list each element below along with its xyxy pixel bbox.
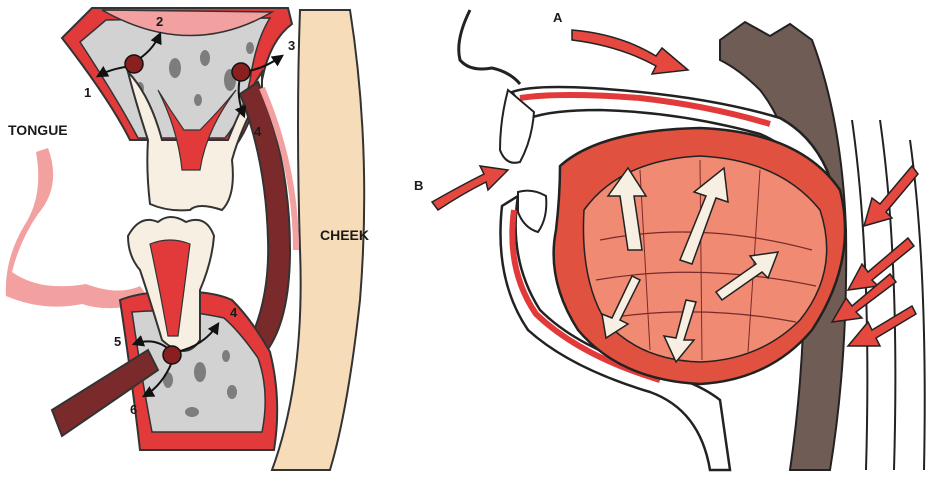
marker-4-lower: 4: [230, 305, 238, 320]
marker-4-upper: 4: [254, 124, 262, 139]
arrow-b-label: B: [414, 178, 423, 193]
face-profile: [459, 10, 520, 84]
arrow-a: [572, 30, 688, 74]
sagittal-panel: A B: [414, 10, 925, 470]
cheek-label: CHEEK: [320, 227, 369, 243]
arrow-a-label: A: [553, 10, 563, 25]
marker-2: 2: [156, 14, 163, 29]
cross-section-panel: TONGUE CHEEK 1 2 3 4 4 5 6: [6, 8, 369, 470]
tongue-shape: [6, 148, 150, 308]
lower-incisor: [518, 191, 546, 232]
marker-5: 5: [114, 334, 121, 349]
marker-3: 3: [288, 38, 295, 53]
tongue-label: TONGUE: [8, 122, 68, 138]
arrow-b: [432, 166, 508, 210]
marker-6: 6: [130, 402, 137, 417]
marker-1: 1: [84, 85, 91, 100]
